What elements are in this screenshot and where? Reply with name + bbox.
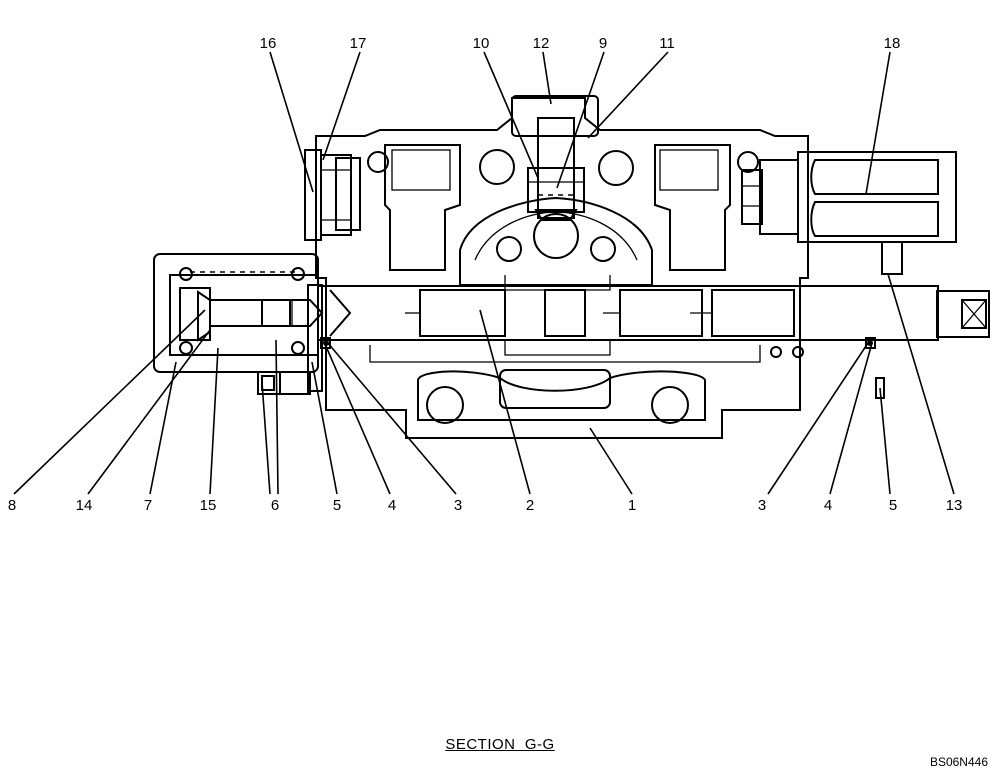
callout-4-left: 4: [388, 497, 396, 514]
callout-16: 16: [260, 35, 277, 52]
callout-4-right: 4: [824, 497, 832, 514]
callout-15: 15: [200, 497, 217, 514]
callout-8: 8: [8, 497, 16, 514]
callout-1: 1: [628, 497, 636, 514]
callout-9: 9: [599, 35, 607, 52]
left-plug: [304, 149, 361, 241]
callout-13: 13: [946, 497, 963, 514]
valve-body: [315, 97, 809, 439]
callout-3-right: 3: [758, 497, 766, 514]
callout-14: 14: [76, 497, 93, 514]
callout-5-right: 5: [889, 497, 897, 514]
leader-lines: [13, 51, 955, 495]
spool: [317, 285, 990, 341]
callout-2: 2: [526, 497, 534, 514]
callout-7: 7: [144, 497, 152, 514]
callout-labels: 16 17 10 12 9 11 18 8 14 7 15 6 5 4 3 2 …: [8, 35, 963, 514]
callout-10: 10: [473, 35, 490, 52]
drawing-code: BS06N446: [929, 755, 988, 769]
callout-11: 11: [659, 35, 675, 52]
right-solenoid: [741, 151, 957, 275]
section-caption: SECTION G-G: [445, 736, 555, 753]
callout-12: 12: [533, 35, 550, 52]
spring-cap: [153, 253, 324, 395]
callout-17: 17: [350, 35, 367, 52]
callout-5-left: 5: [333, 497, 341, 514]
callout-6: 6: [271, 497, 279, 514]
callout-18: 18: [884, 35, 901, 52]
o-ring-details: [320, 337, 885, 399]
callout-3-left: 3: [454, 497, 462, 514]
